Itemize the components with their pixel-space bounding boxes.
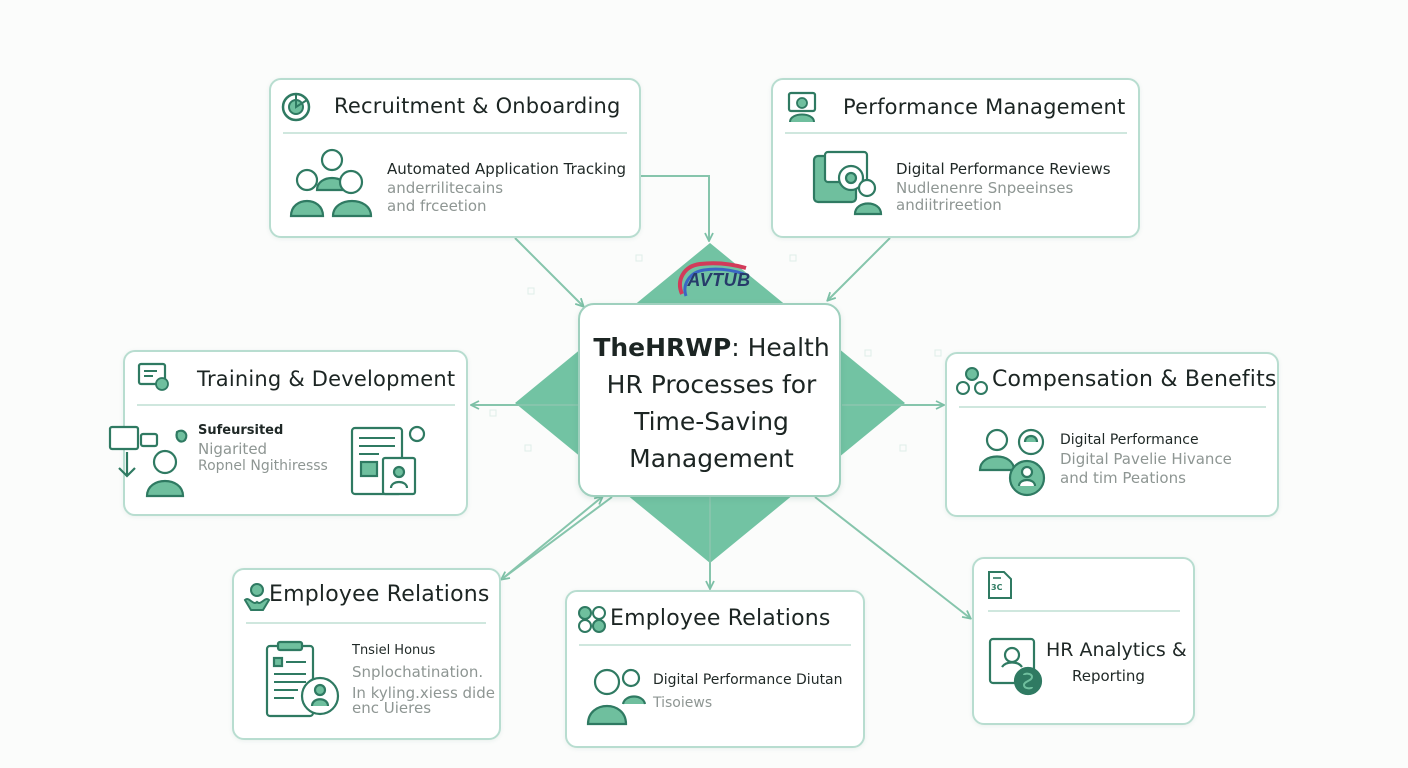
card-relations-center-line: Tisoiews xyxy=(653,695,713,711)
brand-logo-text: AVTUB xyxy=(687,270,751,290)
card-compensation-line: and tim Peations xyxy=(1060,469,1186,487)
card-training: Training & Development Sufeursited Nigar… xyxy=(108,350,468,516)
document-badge-icon xyxy=(350,425,426,496)
brand-logo xyxy=(678,261,747,297)
card-recruitment-heading: Automated Application Tracking xyxy=(387,160,627,178)
card-relations-left-line: In kyling.xiess dide xyxy=(352,684,495,702)
card-training-heading: Sufeursited xyxy=(198,423,284,438)
center-title-bold: TheHRWP xyxy=(593,333,732,362)
card-recruitment-line: and frceetion xyxy=(387,197,487,215)
center-title-rest: : Health HR Processes for Time-Saving Ma… xyxy=(606,333,830,473)
card-divider xyxy=(988,610,1180,612)
card-analytics-title: HR Analytics & xyxy=(1046,639,1187,661)
clipboard-person-icon xyxy=(265,640,340,718)
card-divider xyxy=(137,404,455,406)
center-title: TheHRWP: Health HR Processes for Time-Sa… xyxy=(580,329,843,477)
card-relations-left: Employee Relations Tnsiel Honus Snplocha… xyxy=(232,568,501,740)
card-performance-title: Performance Management xyxy=(843,95,1126,119)
card-divider xyxy=(959,406,1266,408)
card-recruitment-line: anderrilitecains xyxy=(387,179,504,197)
report-doc-icon-label: 3C xyxy=(991,583,1003,592)
card-recruitment-title: Recruitment & Onboarding xyxy=(334,94,621,118)
card-analytics-subtitle: Reporting xyxy=(1072,667,1145,685)
card-training-title: Training & Development xyxy=(197,367,456,391)
review-gear-icon xyxy=(812,150,883,216)
handshake-icon xyxy=(243,583,271,611)
card-relations-left-title: Employee Relations xyxy=(269,582,490,607)
card-performance-line: Nudlenenre Snpeeinses xyxy=(896,179,1074,197)
monitor-icon xyxy=(137,362,169,391)
team-people-icon xyxy=(289,148,373,218)
card-relations-left-line: enc Uieres xyxy=(352,699,432,717)
card-relations-center-heading: Digital Performance Diutan xyxy=(653,672,843,688)
target-icon xyxy=(281,92,311,122)
center-title-box: TheHRWP: Health HR Processes for Time-Sa… xyxy=(578,303,841,497)
card-relations-left-heading: Tnsiel Honus xyxy=(352,643,436,658)
card-performance: Performance Management Digital Performan… xyxy=(771,78,1140,238)
report-doc-icon xyxy=(988,571,1012,599)
card-training-line: Ropnel Ngithiresss xyxy=(198,458,328,474)
card-performance-heading: Digital Performance Reviews xyxy=(896,160,1111,178)
card-relations-left-line: Snplochatination. xyxy=(352,663,484,681)
people-circles-icon xyxy=(578,606,606,633)
card-divider xyxy=(283,132,627,134)
person-badge-icon xyxy=(978,428,1046,497)
people-group-icon xyxy=(956,367,988,395)
presenter-icon xyxy=(787,91,817,123)
card-relations-center: Employee Relations Digital Performance D… xyxy=(565,590,865,748)
card-relations-center-title: Employee Relations xyxy=(610,606,831,631)
card-compensation-line: Digital Pavelie Hivance xyxy=(1060,450,1232,468)
trainer-document-icon xyxy=(108,425,188,498)
card-compensation-title: Compensation & Benefits xyxy=(992,367,1277,392)
card-recruitment: Recruitment & Onboarding Automated Appli… xyxy=(269,78,641,238)
card-training-line: Nigarited xyxy=(198,440,268,458)
card-compensation-heading: Digital Performance xyxy=(1060,432,1199,448)
chart-person-icon xyxy=(988,637,1043,696)
card-performance-line: andiitrireetion xyxy=(896,196,1002,214)
card-compensation: Compensation & Benefits Digital Performa… xyxy=(945,352,1279,517)
card-analytics: 3C HR Analytics & Reporting xyxy=(972,557,1195,725)
card-divider xyxy=(579,644,851,646)
card-divider xyxy=(785,132,1127,134)
card-divider xyxy=(246,622,486,624)
two-people-icon xyxy=(586,668,647,726)
